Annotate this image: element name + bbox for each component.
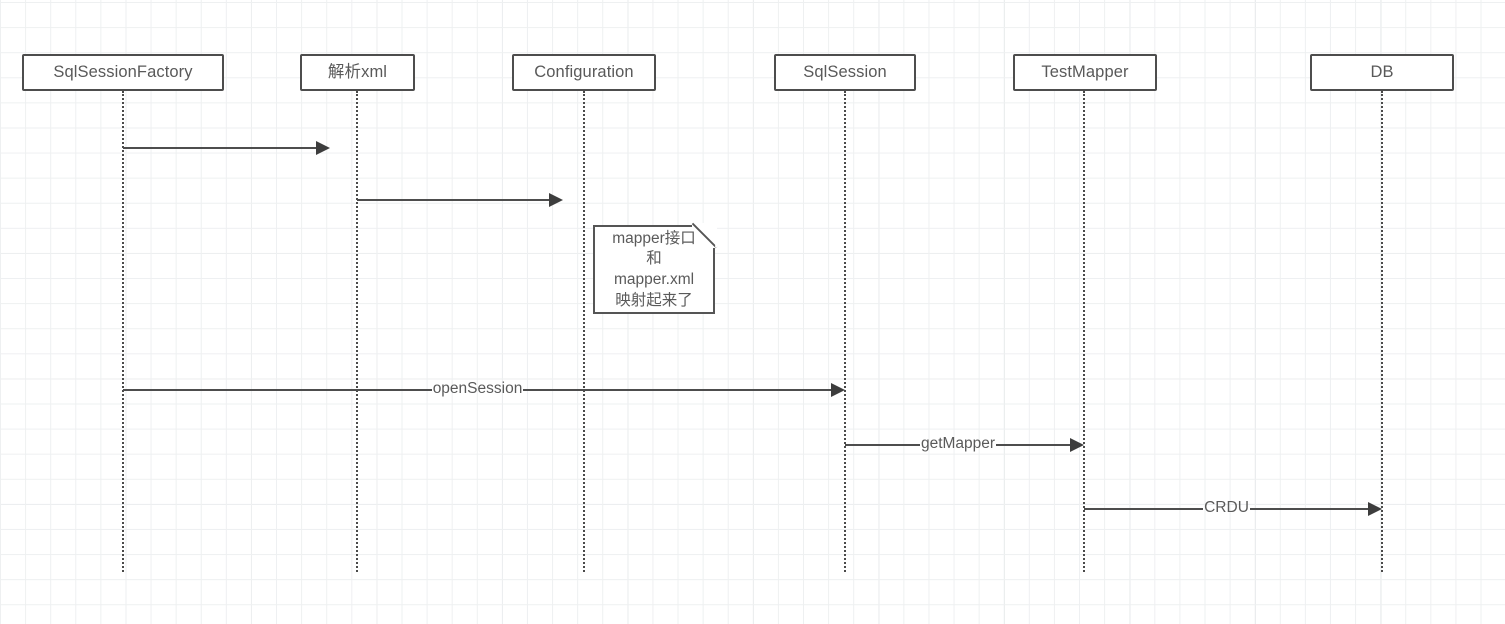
participant-label: SqlSession: [803, 62, 887, 81]
note-line-1: mapper接口: [612, 229, 696, 247]
arrow-line: [123, 147, 317, 149]
note-line-4: 映射起来了: [615, 291, 693, 309]
participant-configuration[interactable]: Configuration: [512, 54, 656, 91]
arrow-head-icon: [549, 193, 563, 207]
participant-label: Configuration: [534, 62, 634, 81]
participant-testmapper[interactable]: TestMapper: [1013, 54, 1157, 91]
note-mapper-mapping[interactable]: mapper接口 和 mapper.xml 映射起来了: [593, 222, 718, 314]
participant-label: 解析xml: [327, 62, 388, 81]
message-label-get-mapper: getMapper: [920, 435, 996, 453]
arrow-head-icon: [1368, 502, 1382, 516]
arrow-head-icon: [1070, 438, 1085, 452]
participant-sqlsession[interactable]: SqlSession: [774, 54, 916, 91]
message-label-open-session: openSession: [432, 380, 523, 398]
arrow-line-left: [1084, 508, 1204, 510]
message-arrow-crdu[interactable]: CRDU: [1084, 500, 1382, 518]
arrow-head-icon: [831, 383, 845, 397]
arrow-head-icon: [316, 141, 330, 155]
lifeline-configuration: [583, 91, 585, 572]
note-body: [593, 225, 715, 314]
arrow-line-left: [845, 444, 920, 446]
message-arrow-2[interactable]: [357, 191, 563, 209]
participant-label: TestMapper: [1041, 62, 1129, 81]
participant-db[interactable]: DB: [1310, 54, 1454, 91]
participant-sqlsessionfactory[interactable]: SqlSessionFactory: [22, 54, 224, 91]
note-text: mapper接口 和 mapper.xml 映射起来了: [593, 225, 715, 314]
message-label-crdu: CRDU: [1204, 499, 1249, 517]
message-arrow-1[interactable]: [123, 139, 330, 157]
lifeline-sqlsessionfactory: [122, 91, 124, 572]
lifeline-sqlsession: [844, 91, 846, 572]
message-arrow-get-mapper[interactable]: getMapper: [845, 435, 1085, 454]
arrow-line-right: [996, 444, 1072, 446]
lifeline-parse-xml: [356, 91, 358, 572]
note-line-2: 和: [646, 250, 662, 268]
message-arrow-open-session[interactable]: openSession: [123, 381, 845, 399]
participant-parse-xml[interactable]: 解析xml: [300, 54, 415, 91]
arrow-line-right: [523, 389, 832, 391]
arrow-line: [357, 199, 550, 201]
arrow-line-right: [1249, 508, 1369, 510]
note-fold-edge-icon: [691, 222, 718, 249]
arrow-line-left: [123, 389, 432, 391]
lifeline-testmapper: [1083, 91, 1085, 572]
participant-label: DB: [1370, 62, 1394, 81]
note-line-3: mapper.xml: [613, 271, 695, 288]
lifeline-db: [1381, 91, 1383, 572]
participant-label: SqlSessionFactory: [53, 62, 193, 81]
